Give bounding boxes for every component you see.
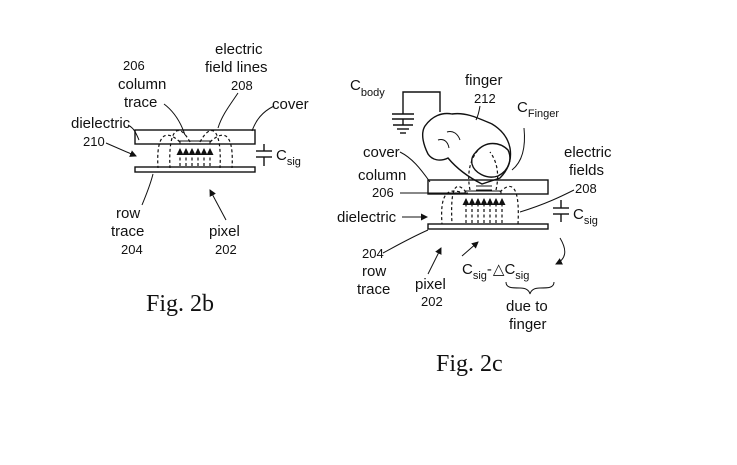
row-trace-plate xyxy=(427,223,549,230)
leader-cover-2c xyxy=(399,151,431,183)
row-trace-plate xyxy=(134,166,256,173)
leader-field-lines xyxy=(217,92,239,129)
label-dielectric: dielectric xyxy=(71,115,131,132)
label-column: column xyxy=(118,76,166,93)
label-electric-2c: electric xyxy=(564,144,612,161)
label-206: 206 xyxy=(123,58,145,73)
label-trace-2c: trace xyxy=(357,281,390,298)
label-206-2c: 206 xyxy=(372,185,394,200)
label-row-2c: row xyxy=(362,263,386,280)
label-column-2c: column xyxy=(358,167,406,184)
label-202-2c: 202 xyxy=(421,294,443,309)
capacitor-csig-icon xyxy=(553,200,569,222)
ground-capacitor-icon xyxy=(392,91,441,134)
label-row-trace: trace xyxy=(111,223,144,240)
label-finger: finger xyxy=(465,72,503,89)
label-row: row xyxy=(116,205,140,222)
label-dielectric-2c: dielectric xyxy=(337,209,397,226)
cover-layer xyxy=(134,129,256,145)
label-field-lines: field lines xyxy=(205,59,268,76)
label-finger-2: finger xyxy=(509,316,547,333)
leader-column-trace xyxy=(163,103,186,136)
arrow-delta-right xyxy=(555,237,566,265)
arrow-pixel-2c xyxy=(427,247,442,275)
label-pixel: pixel xyxy=(209,223,240,240)
label-delta-csig: Csig-△Csig xyxy=(462,261,529,282)
label-cover: cover xyxy=(272,96,309,113)
label-csig: Csig xyxy=(276,147,301,168)
label-204-2c: 204 xyxy=(362,246,384,261)
label-trace: trace xyxy=(124,94,157,111)
arrow-delta-left xyxy=(461,241,479,257)
label-208-2c: 208 xyxy=(575,181,597,196)
label-cover-2c: cover xyxy=(363,144,400,161)
leader-fields xyxy=(519,189,575,213)
caption-fig-2b: Fig. 2b xyxy=(146,291,214,317)
arrow-dielectric xyxy=(105,142,137,157)
label-pixel-2c: pixel xyxy=(415,276,446,293)
label-cfinger: CFinger xyxy=(517,99,559,120)
label-210: 210 xyxy=(83,134,105,149)
leader-dielectric xyxy=(127,124,140,141)
electric-field-lines xyxy=(157,129,233,169)
label-due-to: due to xyxy=(506,298,548,315)
leader-row-trace xyxy=(141,173,154,206)
leader-finger xyxy=(475,105,481,121)
label-csig-2c: Csig xyxy=(573,206,598,227)
figure-2c: Cbody finger 212 CFinger xyxy=(337,72,612,377)
arrow-pixel xyxy=(209,189,227,221)
label-202: 202 xyxy=(215,242,237,257)
leader-row-2c xyxy=(382,229,429,254)
label-electric: electric xyxy=(215,41,263,58)
label-fields: fields xyxy=(569,162,604,179)
label-208: 208 xyxy=(231,78,253,93)
column-trace-bar xyxy=(464,190,502,195)
finger-drawing xyxy=(421,112,512,185)
capacitor-csig-icon xyxy=(256,144,272,166)
caption-fig-2c: Fig. 2c xyxy=(436,351,503,377)
label-212: 212 xyxy=(474,91,496,106)
leader-cover xyxy=(251,105,275,132)
figure-2b: 206 column trace electric field lines 20… xyxy=(71,41,309,317)
brace-due-to-finger xyxy=(505,281,555,295)
column-trace-bar xyxy=(179,140,211,145)
label-204: 204 xyxy=(121,242,143,257)
label-cbody: Cbody xyxy=(350,77,385,99)
electric-field-lines xyxy=(441,147,519,225)
leader-cfinger xyxy=(511,127,525,171)
